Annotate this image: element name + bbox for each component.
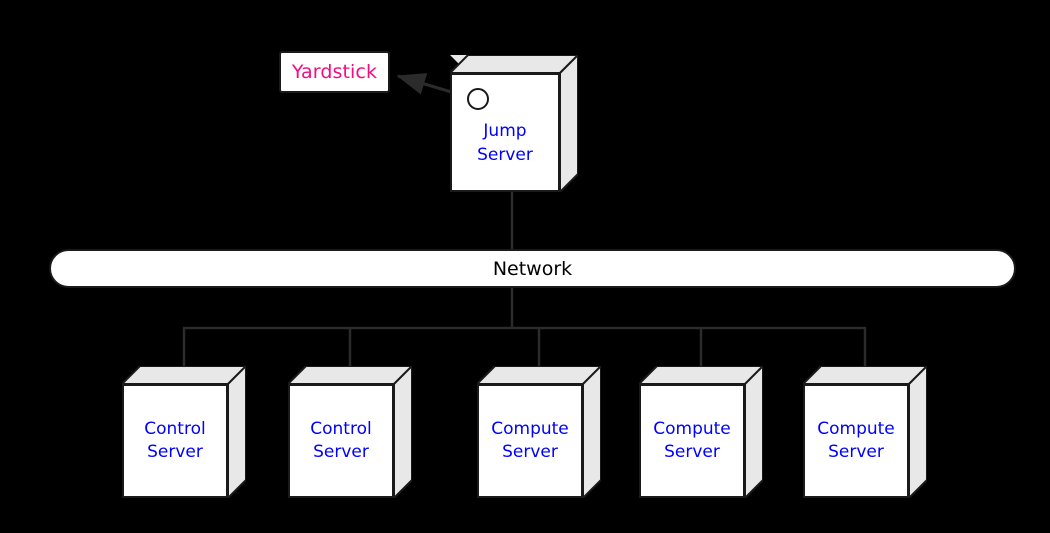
jump-server-label: Jump Server (477, 121, 533, 165)
network-pipe: Network (49, 249, 1016, 288)
jump-server-port-icon (467, 88, 489, 110)
node-compute-server-2: Compute Server (639, 366, 763, 498)
control-server-1-front-face: Control Server (122, 384, 228, 498)
compute-server-3-label: Compute Server (817, 418, 895, 462)
control-server-1-label: Control Server (144, 418, 206, 462)
node-control-server-1: Control Server (122, 366, 246, 498)
compute-server-1-front-face: Compute Server (477, 384, 583, 498)
yardstick-label: Yardstick (291, 61, 378, 83)
control-server-2-front-face: Control Server (288, 384, 394, 498)
jump-server-box-top-face (450, 55, 578, 73)
compute-server-2-front-face: Compute Server (639, 384, 745, 498)
jump-server-front-face: Jump Server (450, 73, 560, 192)
control-server-2-label: Control Server (310, 418, 372, 462)
node-compute-server-1: Compute Server (477, 366, 601, 498)
node-control-server-2: Control Server (288, 366, 412, 498)
compute-server-1-label: Compute Server (491, 418, 569, 462)
yardstick-label-box: Yardstick (279, 51, 390, 93)
network-label: Network (492, 257, 573, 280)
node-compute-server-3: Compute Server (803, 366, 927, 498)
compute-server-3-front-face: Compute Server (803, 384, 909, 498)
node-jump-server: Jump Server (450, 55, 578, 192)
compute-server-2-label: Compute Server (653, 418, 731, 462)
